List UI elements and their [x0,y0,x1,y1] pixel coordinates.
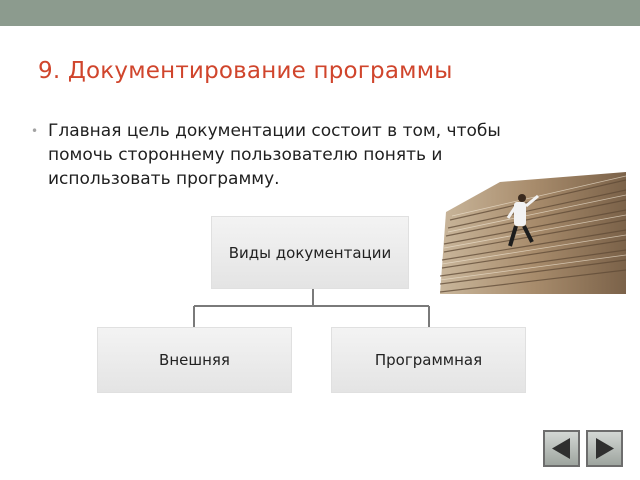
slide-title: 9. Документирование программы [38,58,453,84]
diagram-child-label-program: Программная [374,351,483,369]
diagram-root-box: Виды документации [211,216,409,289]
top-accent-bar [0,0,640,26]
diagram-child-box-external: Внешняя [97,327,292,393]
diagram-child-box-program: Программная [331,327,526,393]
bullet-dot-icon: • [31,124,39,138]
stacked-papers-photo [439,172,627,294]
climber-figure-icon [506,194,539,247]
triangle-right-icon [596,438,614,459]
previous-slide-button[interactable] [543,430,580,467]
next-slide-button[interactable] [586,430,623,467]
diagram-root-label: Виды документации [228,243,392,262]
diagram-child-label-external: Внешняя [159,351,230,369]
bullet-text: Главная цель документации состоит в том,… [48,121,501,189]
triangle-left-icon [552,438,570,459]
